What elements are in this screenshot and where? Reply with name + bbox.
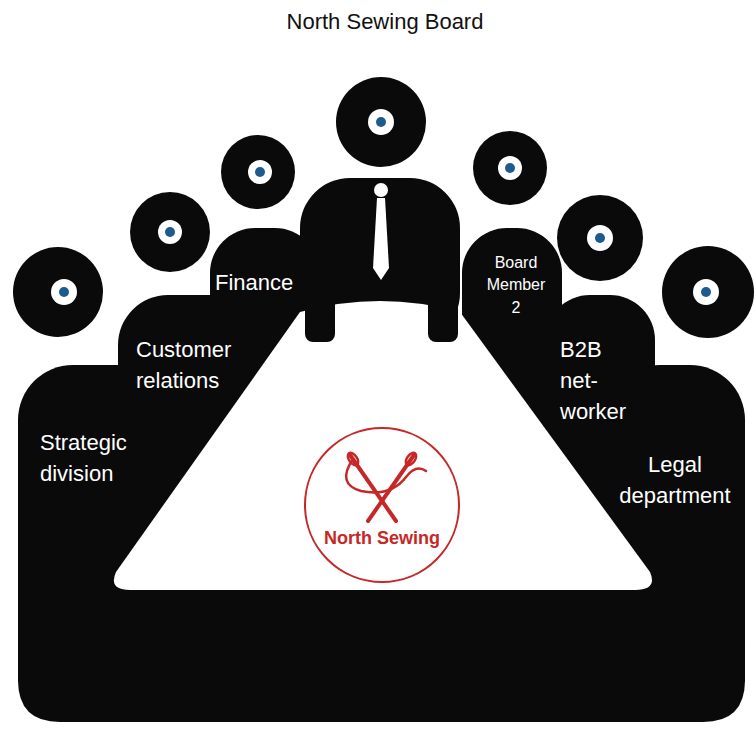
needle-icon: [306, 429, 457, 580]
member-label: Legal department: [612, 450, 738, 512]
member-label: Finance: [215, 268, 310, 299]
member-label: Board Member 2: [484, 252, 548, 319]
head-eyes: [51, 109, 719, 305]
member-label: B2B net-worker: [560, 335, 644, 427]
center-tie: [373, 183, 389, 280]
member-label: Strategic division: [40, 428, 152, 490]
member-figure: Board Member 2: [484, 252, 548, 319]
member-figure: Legal department: [612, 450, 738, 512]
member-figure: Strategic division: [40, 428, 152, 490]
diagram-title: North Sewing Board: [285, 6, 485, 38]
member-figure: Customer relations: [136, 335, 254, 397]
member-figure: Finance: [215, 268, 310, 299]
member-figure: B2B net-worker: [560, 335, 644, 427]
member-label: Customer relations: [136, 335, 254, 397]
logo-circle: North Sewing: [304, 427, 460, 583]
table-top: [114, 301, 652, 590]
silhouettes: [13, 77, 754, 722]
center-arms: [305, 270, 458, 342]
logo-text: North Sewing: [306, 528, 458, 550]
